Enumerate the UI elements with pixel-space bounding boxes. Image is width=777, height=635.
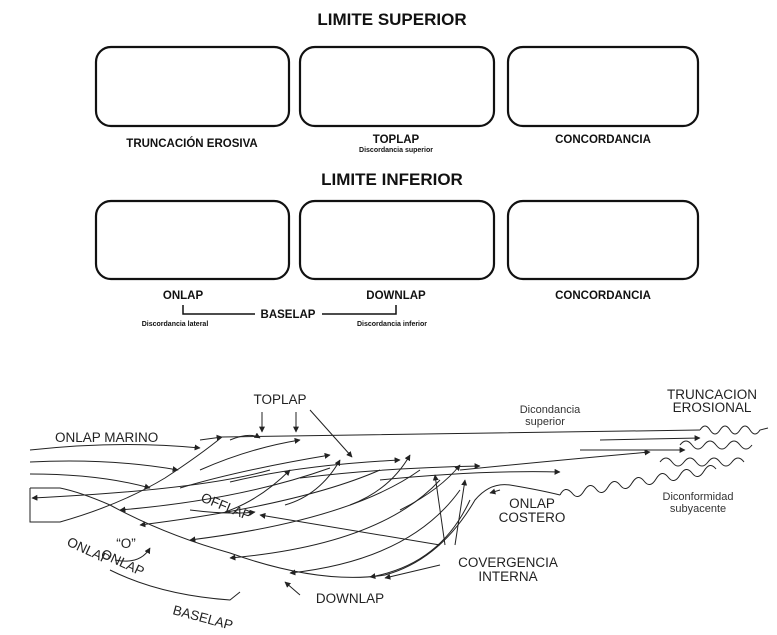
annotation-arrows (115, 410, 500, 595)
baselap-line (110, 570, 240, 600)
label-onlap-costero-2: COSTERO (499, 510, 566, 525)
label-disconformidad-1: Diconformidad (663, 491, 734, 503)
sequence-cross-section (30, 426, 768, 577)
panel-concordancia-superior (508, 47, 698, 126)
label-offlap: OFFLAP (199, 490, 253, 524)
label-disc-inferior: Discordancia inferior (357, 321, 427, 328)
label-baselap: BASELAP (261, 309, 316, 321)
label-downlap-bottom: DOWNLAP (316, 591, 384, 606)
label-toplap: TOPLAP (373, 134, 420, 146)
label-concordancia-inferior: CONCORDANCIA (555, 290, 651, 302)
label-covergencia-1: COVERGENCIA (458, 555, 558, 570)
label-disconformidad-2: subyacente (670, 503, 726, 515)
label-o: “O” (116, 536, 136, 551)
label-concordancia-superior: CONCORDANCIA (555, 134, 651, 146)
label-covergencia-2: INTERNA (478, 569, 537, 584)
label-disc-lateral: Discordancia lateral (142, 321, 209, 328)
label-truncacion-erosiva: TRUNCACIÓN EROSIVA (126, 137, 257, 150)
title-limite-superior: LIMITE SUPERIOR (317, 10, 466, 29)
panel-onlap (96, 201, 289, 279)
label-toplap-bottom: TOPLAP (253, 392, 306, 407)
label-disc-superior-1: Dicondancia (520, 404, 581, 416)
panel-toplap (300, 47, 494, 126)
label-onlap-left: ONLAP (65, 534, 113, 567)
label-disc-superior-2: superior (525, 416, 565, 428)
label-onlap-marino: ONLAP MARINO (55, 430, 158, 445)
panel-truncacion-erosiva (96, 47, 289, 126)
label-toplap-sub: Discordancia superior (359, 147, 433, 154)
label-baselap-bottom: BASELAP (171, 602, 234, 632)
label-truncacion-2: EROSIONAL (673, 400, 752, 415)
label-onlap-costero-1: ONLAP (509, 496, 555, 511)
panel-concordancia-inferior (508, 201, 698, 279)
panel-downlap (300, 201, 494, 279)
title-limite-inferior: LIMITE INFERIOR (321, 170, 463, 189)
label-onlap: ONLAP (163, 290, 204, 302)
label-downlap: DOWNLAP (366, 290, 426, 302)
